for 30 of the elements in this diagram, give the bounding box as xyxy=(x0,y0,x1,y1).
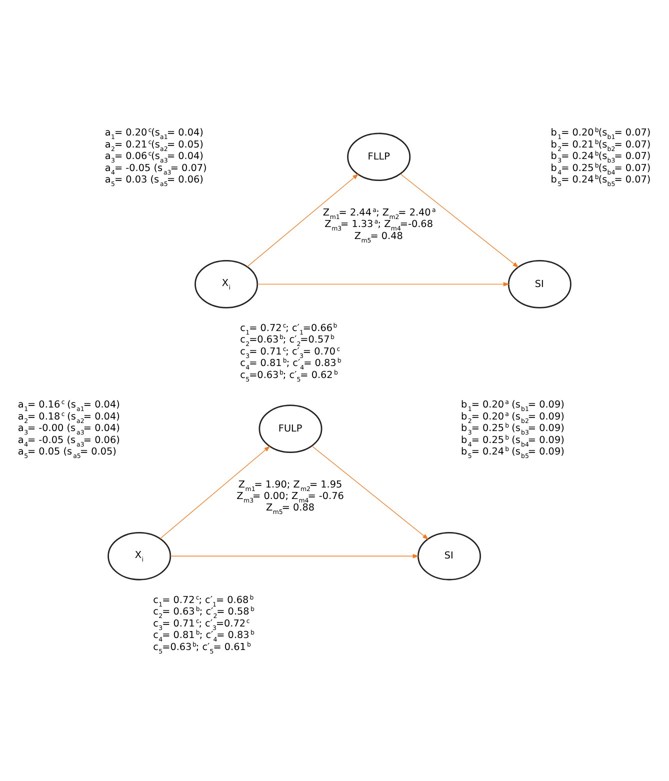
label: Z$_{m5}$= 0.48 xyxy=(354,230,403,244)
label: a$_{5}$= 0.03 (s$_{a5}$= 0.06) xyxy=(104,174,204,188)
label: b$_{5}$= 0.24$^{b}$ (s$_{b5}$= 0.09) xyxy=(460,446,564,460)
label: b$_{1}$= 0.20$^{a}$ (s$_{b1}$= 0.09) xyxy=(460,399,564,414)
label: a$_{4}$= -0.05 (s$_{a3}$= 0.07) xyxy=(104,162,207,176)
label: a$_{1}$= 0.20$^{c}$(s$_{a1}$= 0.04) xyxy=(104,127,204,142)
label: a$_{4}$= -0.05 (s$_{a3}$= 0.06) xyxy=(18,434,120,448)
arrow xyxy=(257,282,510,286)
label: a$_{5}$= 0.05 (s$_{a5}$= 0.05) xyxy=(18,446,116,460)
node-ellipse: X$_{i}$ xyxy=(194,260,258,308)
label: Z$_{m3}$= 1.33$^{a}$; Z$_{m4}$=-0.68 xyxy=(324,218,433,233)
label: a$_{3}$= -0.00 (s$_{a3}$= 0.04) xyxy=(18,423,120,437)
label: c$_{2}$=0.63$^{b}$; c′$_{2}$=0.57$^{b}$ xyxy=(240,334,334,348)
arrow xyxy=(400,174,519,268)
label: b$_{5}$= 0.24$^{b}$(s$_{b5}$= 0.07) xyxy=(550,174,651,188)
arrow xyxy=(246,174,359,268)
label: Z$_{m5}$= 0.88 xyxy=(266,502,315,516)
label: Z$_{m1}$= 1.90; Z$_{m2}$= 1.95 xyxy=(238,479,342,493)
label: Z$_{m1}$= 2.44$^{a}$; Z$_{m2}$= 2.40$^{a}$ xyxy=(322,206,436,221)
label: a$_{3}$= 0.06$^{c}$(s$_{a3}$= 0.04) xyxy=(104,150,204,165)
label: a$_{2}$= 0.21$^{c}$(s$_{a2}$= 0.05) xyxy=(104,138,204,153)
label: c$_{2}$= 0.63$^{b}$; c′$_{2}$= 0.58$^{b}$ xyxy=(153,606,254,620)
label: c$_{5}$=0.63$^{b}$; c′$_{5}$= 0.62$^{b}$ xyxy=(240,369,338,384)
label: a$_{1}$= 0.16$^{c}$ (s$_{a1}$= 0.04) xyxy=(18,399,120,414)
arrow xyxy=(312,446,429,540)
label: a$_{2}$= 0.18$^{c}$ (s$_{a2}$= 0.04) xyxy=(18,410,120,425)
arrow xyxy=(160,446,270,539)
arrow xyxy=(170,554,419,558)
label: c$_{5}$=0.63$^{b}$; c′$_{5}$= 0.61$^{b}$ xyxy=(153,641,251,656)
node-ellipse: X$_{i}$ xyxy=(108,532,172,580)
